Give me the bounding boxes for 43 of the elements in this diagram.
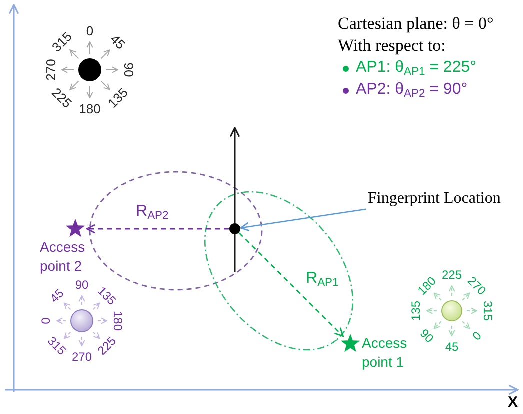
arrow — [238, 232, 344, 337]
angle-label: 225 — [442, 269, 462, 281]
angle-label: 315 — [45, 335, 68, 358]
angle-label: 315 — [50, 30, 75, 55]
arrow — [240, 208, 366, 232]
disc-icon — [441, 300, 463, 322]
angle-label: 225 — [50, 85, 75, 110]
angle-label: 315 — [482, 300, 494, 322]
angle-label: 45 — [445, 341, 459, 353]
angle-label: 135 — [105, 85, 130, 110]
disc-icon — [78, 58, 102, 82]
list-item: AP1: θ$_{AP1}$ = 225° — [356, 59, 477, 78]
angle-label: 0 — [86, 24, 94, 38]
disc-icon — [70, 309, 94, 333]
location-dot-icon — [229, 223, 241, 235]
arrow — [86, 224, 229, 234]
angle-label: 270 — [72, 351, 92, 363]
star-icon — [341, 334, 360, 352]
angle-label: 270 — [466, 274, 489, 297]
angle-label: 0 — [40, 318, 52, 324]
angle-label: 135 — [410, 300, 422, 322]
access-point-label: Access point 2 — [40, 238, 86, 276]
edge-label: R$_{AP2}$ — [134, 203, 171, 222]
angle-label: 135 — [96, 284, 119, 307]
angle-label: 180 — [79, 102, 101, 116]
list-item: AP2: θ$_{AP2}$ = 90° — [356, 81, 468, 100]
angle-label: 45 — [108, 32, 128, 52]
angle-label: 180 — [112, 310, 124, 332]
star-icon — [66, 219, 86, 238]
edge-label: R$_{AP1}$ — [304, 270, 341, 288]
angle-label: 90 — [122, 62, 136, 78]
angle-label: 90 — [418, 327, 436, 346]
callout-label: Fingerprint Location — [368, 190, 501, 208]
angle-label: 90 — [75, 279, 89, 291]
angle-label: 180 — [415, 274, 438, 297]
access-point-label: Access point 1 — [362, 334, 408, 372]
angle-label: 225 — [96, 335, 119, 358]
note-text: With respect to: — [338, 36, 446, 56]
angle-label: 45 — [48, 286, 66, 304]
note-text: Cartesian plane: θ = 0° — [338, 14, 494, 34]
angle-label: 270 — [44, 59, 58, 81]
angle-label: 0 — [470, 330, 484, 344]
axis-label: X — [508, 394, 518, 412]
